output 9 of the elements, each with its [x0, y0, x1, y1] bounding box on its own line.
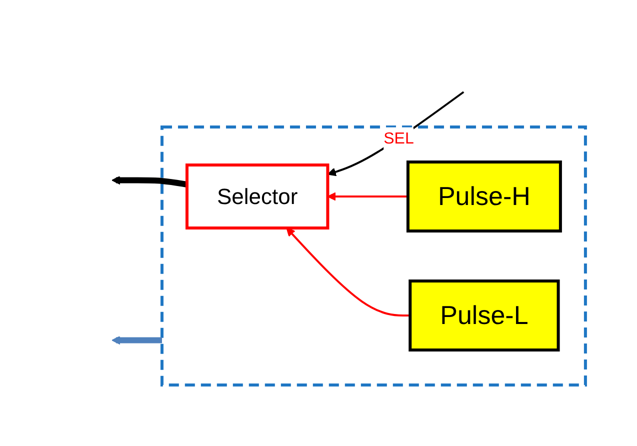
node-box: Pulse-H: [406, 160, 562, 232]
arrow: [327, 192, 408, 200]
arrow: [111, 335, 162, 344]
node-box: Pulse-L: [408, 279, 560, 351]
arrow: [111, 175, 188, 187]
node-box: Selector: [185, 163, 329, 229]
arrow: [286, 227, 410, 316]
edge-label: SEL: [383, 130, 414, 147]
arrow: [327, 90, 464, 176]
